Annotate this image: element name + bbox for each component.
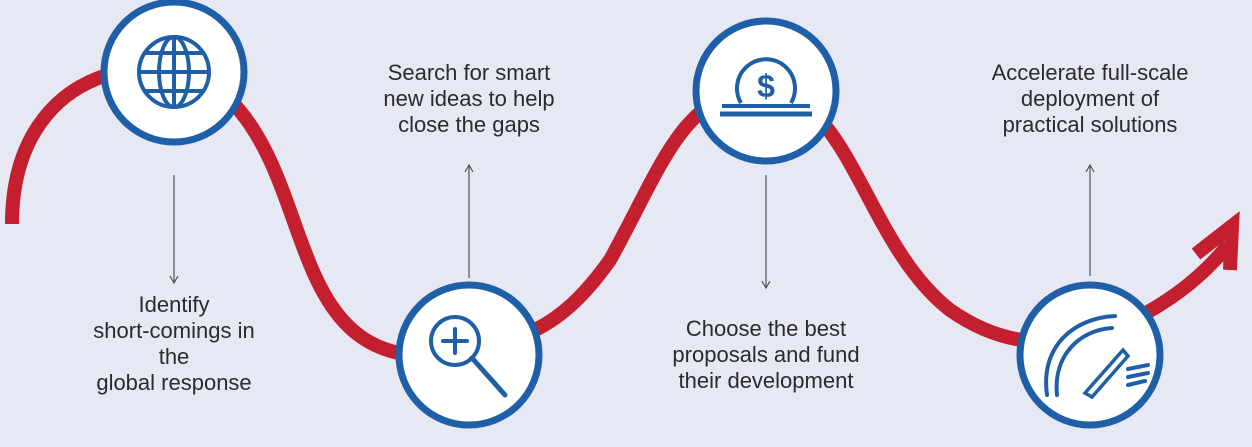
step-4-label: Accelerate full-scale deployment of prac… — [975, 60, 1205, 138]
dollar-coin-icon: $ — [720, 57, 812, 117]
step-4-label-line: Accelerate full-scale — [991, 60, 1189, 85]
step-2-label-line: new ideas to help — [383, 86, 555, 111]
step-1-label-line: short-comings in the — [93, 318, 255, 369]
globe-icon — [137, 35, 211, 109]
step-4-label-line: practical solutions — [1002, 112, 1178, 137]
step-2-circle — [395, 281, 543, 429]
step-2-label-line: close the gaps — [398, 112, 540, 137]
step-2-label-line: Search for smart — [387, 60, 551, 85]
step-1-circle — [100, 0, 248, 146]
step-3-label-line: Choose the best — [685, 316, 847, 341]
step-3-label: Choose the best proposals and fund their… — [661, 316, 871, 394]
step-2-label: Search for smart new ideas to help close… — [369, 60, 569, 138]
step-3-label-line: their development — [678, 368, 854, 393]
arrow-head-icon — [1191, 211, 1240, 271]
magnifier-plus-icon — [429, 315, 508, 398]
speedometer-icon — [1044, 314, 1150, 400]
step-1-label-line: Identify — [138, 292, 210, 317]
connector-step-1 — [169, 175, 179, 285]
step-4-label-line: deployment of — [1020, 86, 1160, 111]
connector-step-2 — [464, 163, 474, 278]
step-1-label: Identify short-comings in the global res… — [84, 292, 264, 396]
step-3-label-line: proposals and fund — [672, 342, 860, 367]
step-4-circle — [1016, 281, 1164, 429]
connector-step-4 — [1085, 163, 1095, 276]
svg-text:$: $ — [757, 68, 775, 104]
step-3-circle: $ — [692, 17, 840, 165]
connector-step-3 — [761, 175, 771, 290]
step-1-label-line: global response — [96, 370, 252, 395]
